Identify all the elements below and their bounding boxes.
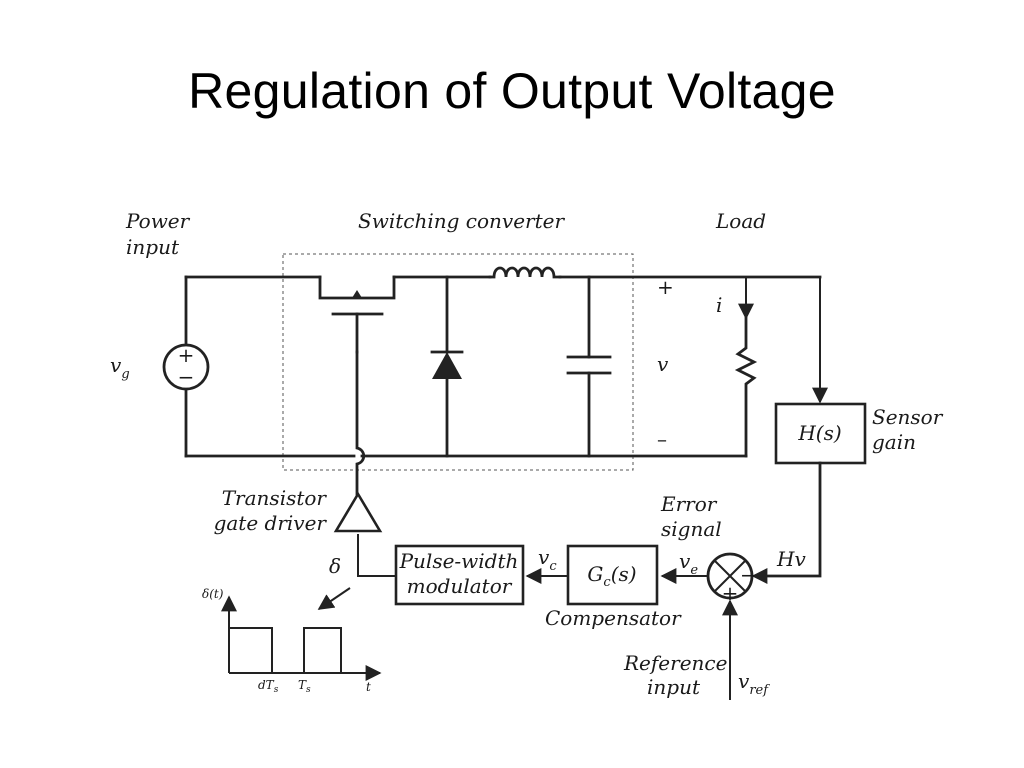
output-minus: – (657, 427, 667, 451)
sensor-gain-box-label: H(s) (797, 421, 841, 445)
ve-label: ve (679, 549, 698, 578)
waveform-ts-label: Ts (298, 678, 311, 695)
load-label: Load (715, 209, 766, 233)
error-signal-label: Error (660, 492, 718, 516)
reference-input-label: Reference (623, 651, 727, 675)
vref-label: vref (738, 669, 770, 698)
error-signal-label-line2: signal (661, 517, 722, 541)
delta-label: δ (329, 554, 341, 578)
gate-wire (355, 350, 366, 496)
output-plus: + (657, 275, 674, 299)
diode (430, 275, 464, 458)
waveform-t-label: t (366, 680, 371, 694)
current-i-label: i (716, 293, 722, 317)
waveform-pointer-arrow (317, 587, 351, 610)
gate-driver-label: Transistor (222, 486, 328, 510)
summer-minus: − (740, 563, 757, 587)
mosfet-switch (318, 275, 396, 354)
vg-label: vg (110, 353, 130, 382)
summer-plus: + (722, 581, 739, 605)
pwm-label-line2: modulator (407, 574, 513, 598)
source-plus: + (178, 343, 195, 367)
compensator-box-label: Gc(s) (587, 562, 636, 590)
switching-converter-label: Switching converter (358, 209, 565, 233)
hv-label: Hv (776, 547, 806, 571)
summing-junction (706, 552, 754, 600)
output-v-label: v (657, 352, 669, 376)
pwm-label: Pulse-width (399, 549, 519, 573)
compensator-label: Compensator (545, 606, 682, 630)
gate-driver-triangle (333, 491, 383, 533)
gate-driver-label-line2: gate driver (214, 511, 328, 535)
capacitor (566, 275, 612, 458)
sensor-gain-label-line2: gain (872, 430, 916, 454)
waveform-dts-label: dTs (258, 678, 279, 695)
delta-wire (357, 534, 396, 577)
reference-input-label-line2: input (647, 675, 701, 699)
power-input-label-line2: input (126, 235, 180, 259)
slide-title: Regulation of Output Voltage (188, 63, 836, 119)
power-input-label: Power (125, 209, 191, 233)
pwm-waveform (221, 595, 382, 681)
converter-boundary (282, 253, 634, 471)
inductor (488, 266, 562, 279)
voltage-source (162, 343, 210, 391)
load-resistor (734, 277, 758, 458)
compensator-box (566, 544, 659, 606)
hv-wire (754, 461, 822, 578)
source-minus: − (178, 365, 195, 389)
pwm-box (394, 544, 525, 606)
waveform-delta-label: δ(t) (202, 587, 224, 601)
vc-label: vc (538, 545, 557, 574)
sensor-gain-label: Sensor (872, 405, 944, 429)
